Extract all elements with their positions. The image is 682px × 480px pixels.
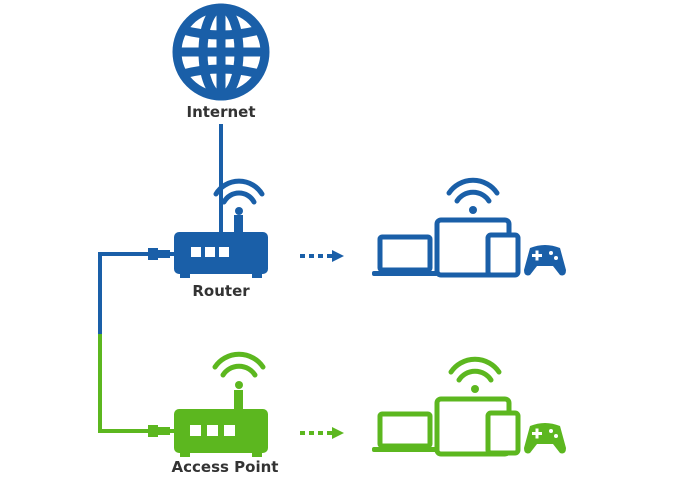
router-cable <box>98 252 148 334</box>
access-point-label: Access Point <box>171 458 279 476</box>
router-dashed-arrow-icon <box>300 250 344 262</box>
access-point-dashed-arrow-icon <box>300 427 344 439</box>
access-point-ethernet-plug-icon <box>148 425 174 437</box>
router-label: Router <box>192 282 250 300</box>
access-point-cable <box>98 334 148 433</box>
access-point-icon <box>174 409 268 457</box>
green-laptop-icon <box>372 411 438 452</box>
green-gamepad-icon <box>524 423 566 454</box>
access-point-devices-wifi-icon <box>448 356 502 393</box>
router-ethernet-plug-icon <box>148 248 174 260</box>
green-phone-icon <box>485 410 521 456</box>
router-antenna <box>234 215 243 235</box>
internet-label: Internet <box>186 103 256 121</box>
access-point-antenna <box>234 390 243 412</box>
blue-laptop-icon <box>372 234 438 276</box>
router-wifi-icon <box>213 178 265 215</box>
blue-phone-icon <box>485 232 521 278</box>
globe-icon <box>172 3 270 101</box>
router-icon <box>174 232 268 278</box>
access-point-wifi-icon <box>212 351 266 389</box>
blue-gamepad-icon <box>524 245 566 276</box>
router-devices-wifi-icon <box>446 177 500 214</box>
